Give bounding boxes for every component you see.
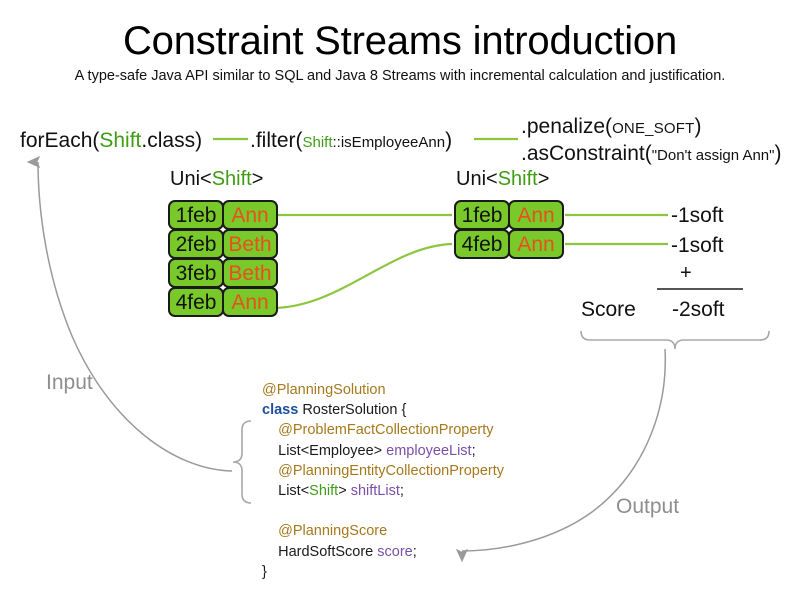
- score-brace: [580, 330, 770, 350]
- code-line: List<Shift> shiftList;: [262, 481, 504, 501]
- code-line: [262, 501, 504, 521]
- code-token: List<: [278, 483, 310, 500]
- shift-date-cell: 4feb: [168, 287, 224, 317]
- filter-method: ::isEmployeeAnn: [332, 134, 446, 151]
- foreach-prefix: forEach(: [20, 129, 100, 152]
- code-token: Shift: [309, 483, 339, 500]
- uni-label-left: Uni<Shift>: [170, 167, 263, 191]
- filter-type: Shift: [302, 134, 333, 151]
- code-line: }: [262, 562, 504, 582]
- penalty-value-1: -1soft: [671, 204, 724, 227]
- code-token: @PlanningSolution: [262, 382, 386, 398]
- code-token: shiftList: [350, 483, 400, 500]
- code-token: @PlanningScore: [278, 523, 388, 540]
- asconstraint-prefix: .asConstraint(: [521, 142, 652, 165]
- code-line: HardSoftScore score;: [262, 542, 504, 562]
- foreach-suffix: .class): [141, 129, 203, 152]
- uni-right-suffix: >: [537, 168, 550, 190]
- stream-line-4feb: [271, 242, 453, 310]
- code-token: >: [338, 483, 351, 500]
- shift-date-cell: 1feb: [168, 200, 224, 230]
- sum-divider: [657, 288, 743, 290]
- code-token: List<Employee>: [278, 442, 387, 459]
- uni-right-prefix: Uni<: [456, 168, 498, 190]
- code-token: ;: [399, 483, 404, 500]
- filter-suffix: ): [445, 129, 453, 152]
- code-line: @PlanningSolution: [262, 380, 504, 400]
- foreach-expression: forEach(Shift.class): [20, 128, 202, 154]
- output-arrow: [455, 348, 667, 563]
- penalize-arg: ONE_SOFT: [612, 120, 695, 137]
- code-token: @PlanningEntityCollectionProperty: [278, 462, 505, 479]
- code-token: class: [262, 402, 299, 419]
- filter-prefix: .filter(: [250, 129, 303, 152]
- asconstraint-expression: .asConstraint("Don't assign Ann"): [521, 141, 781, 169]
- penalty-value-2: -1soft: [671, 234, 724, 257]
- shift-employee-cell: Ann: [222, 200, 278, 230]
- code-line: List<Employee> employeeList;: [262, 441, 504, 461]
- penalize-prefix: .penalize(: [521, 115, 613, 138]
- code-line: @PlanningEntityCollectionProperty: [262, 461, 504, 481]
- uni-left-type: Shift: [211, 168, 252, 190]
- code-line: @PlanningScore: [262, 521, 504, 541]
- page-subtitle: A type-safe Java API similar to SQL and …: [74, 68, 726, 84]
- output-label: Output: [616, 495, 680, 518]
- asconstraint-suffix: ): [774, 142, 782, 165]
- shift-date-cell: 3feb: [168, 258, 224, 288]
- code-token: HardSoftScore: [278, 543, 378, 560]
- code-line: class RosterSolution {: [262, 400, 504, 420]
- code-token: score: [377, 543, 413, 560]
- penalize-expression: .penalize(ONE_SOFT): [521, 114, 702, 142]
- shift-employee-cell: Beth: [222, 229, 278, 259]
- code-token: ;: [412, 543, 417, 560]
- filter-expression: .filter(Shift::isEmployeeAnn): [250, 128, 452, 156]
- score-total: -2soft: [672, 298, 725, 321]
- sum-operator: +: [680, 262, 692, 284]
- shift-employee-cell: Beth: [222, 258, 278, 288]
- asconstraint-arg: "Don't assign Ann": [651, 147, 775, 164]
- code-fields-brace: [232, 420, 252, 504]
- uni-left-suffix: >: [251, 168, 264, 190]
- input-arrow: [26, 155, 233, 472]
- penalize-suffix: ): [694, 115, 702, 138]
- shift-employee-cell: Ann: [508, 200, 564, 230]
- code-token: @ProblemFactCollectionProperty: [278, 422, 494, 439]
- uni-left-prefix: Uni<: [170, 168, 212, 190]
- code-line: @ProblemFactCollectionProperty: [262, 420, 504, 440]
- shift-date-cell: 2feb: [168, 229, 224, 259]
- shift-date-cell: 1feb: [454, 200, 510, 230]
- page-title: Constraint Streams introduction: [122, 19, 678, 63]
- code-token: ;: [471, 442, 476, 459]
- input-label: Input: [46, 371, 93, 394]
- code-token: }: [262, 563, 267, 580]
- score-label: Score: [581, 298, 636, 321]
- shift-employee-cell: Ann: [508, 229, 564, 259]
- code-token: employeeList: [386, 442, 472, 459]
- foreach-type: Shift: [99, 129, 142, 152]
- shift-employee-cell: Ann: [222, 287, 278, 317]
- uni-label-right: Uni<Shift>: [456, 167, 549, 191]
- uni-right-type: Shift: [497, 168, 538, 190]
- code-token: RosterSolution {: [298, 402, 407, 419]
- shift-date-cell: 4feb: [454, 229, 510, 259]
